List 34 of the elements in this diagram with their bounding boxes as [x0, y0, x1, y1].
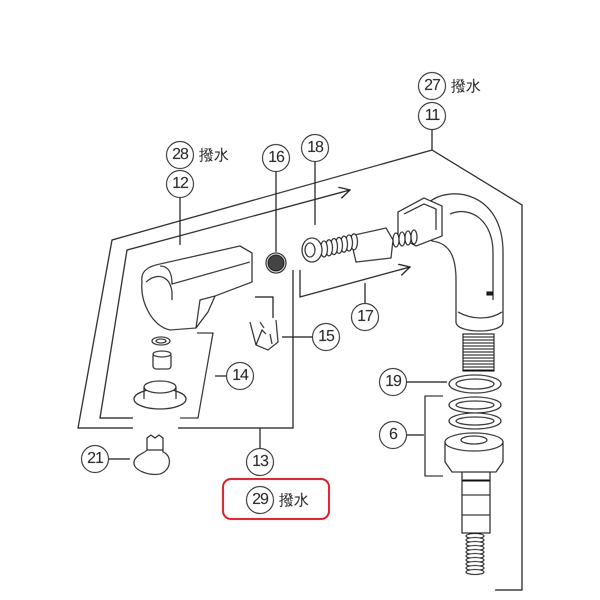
- part-note: 撥水: [199, 146, 229, 164]
- callout-number: 16: [262, 144, 290, 172]
- leader-line: [109, 458, 130, 460]
- callout-number: 17: [351, 303, 379, 331]
- callout-number: 11: [418, 102, 446, 130]
- leader-line: [314, 162, 316, 225]
- leader-line: [275, 172, 277, 252]
- leader-line: [407, 434, 424, 436]
- leader-line: [259, 428, 261, 448]
- callout-number: 18: [301, 134, 329, 162]
- callout-number: 19: [379, 368, 407, 396]
- callout-number: 27: [418, 72, 446, 100]
- washer-drawing: [447, 372, 503, 396]
- leader-line: [431, 130, 433, 150]
- guide-line: [255, 296, 274, 318]
- callout-number: 29: [246, 486, 274, 514]
- leader-line: [407, 381, 447, 383]
- highlight-frame: [222, 478, 330, 520]
- leader-line: [179, 198, 181, 245]
- callout-number: 15: [312, 323, 340, 351]
- part-note: 撥水: [279, 491, 309, 509]
- leader-line: [364, 283, 366, 303]
- mounting-parts-drawing: [424, 393, 506, 481]
- leader-line: [215, 375, 226, 377]
- callout-number: 14: [226, 362, 254, 390]
- strainer-drawing: [265, 252, 287, 274]
- leader-line: [282, 336, 312, 338]
- callout-number: 12: [166, 170, 194, 198]
- hose-connector-drawing: [300, 225, 420, 265]
- part-note: 撥水: [451, 77, 481, 95]
- callout-number: 13: [246, 448, 274, 476]
- callout-number: 28: [166, 141, 194, 169]
- callout-number: 6: [379, 421, 407, 449]
- callout-number: 21: [81, 445, 109, 473]
